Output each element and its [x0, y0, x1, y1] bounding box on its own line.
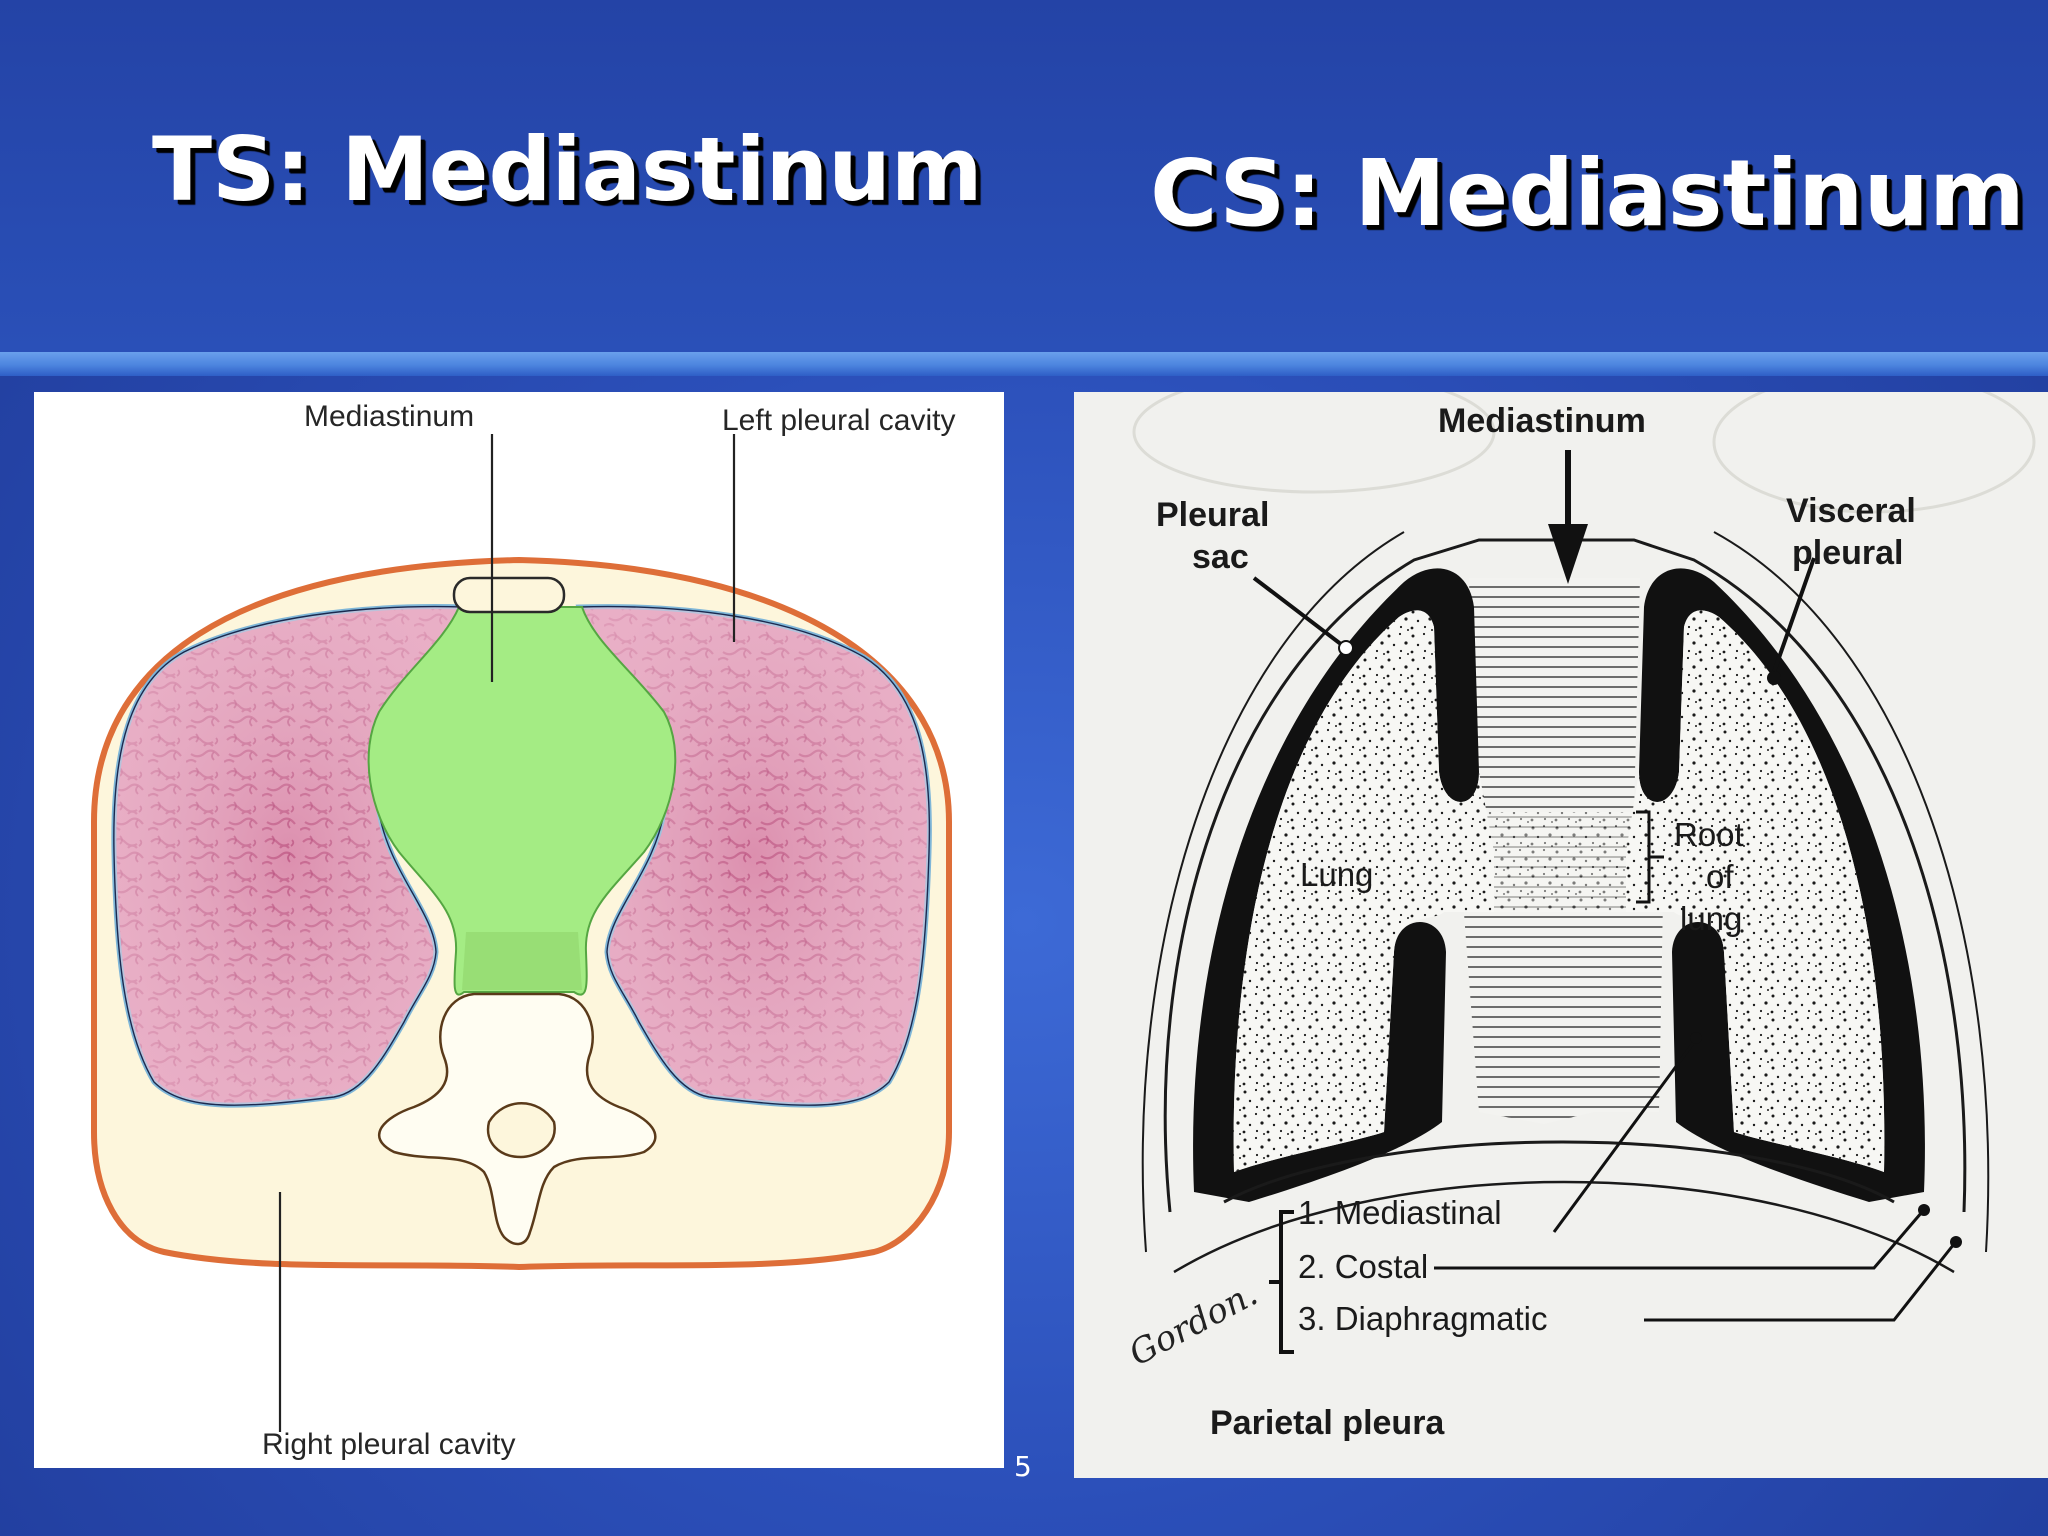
coronal-section-drawing: [1132, 392, 2036, 1354]
label-sac: sac: [1192, 538, 1249, 576]
label-left-pleural-cavity: Left pleural cavity: [722, 404, 956, 437]
left-pleural-sac: [1639, 568, 1925, 1202]
label-mediastinal: 1. Mediastinal: [1298, 1194, 1502, 1231]
label-root: Root: [1674, 816, 1744, 853]
label-pleural-visceral: pleural: [1792, 534, 1904, 572]
mediastinum-region: [367, 606, 677, 996]
label-costal: 2. Costal: [1298, 1248, 1429, 1285]
label-pleural: Pleural: [1156, 496, 1270, 534]
title-bar: [0, 0, 2048, 352]
slide-page-number: 5: [1014, 1450, 1032, 1483]
left-lung-stipple: [1626, 610, 1885, 1172]
title-divider: [0, 352, 2048, 376]
label-lung-root: lung: [1680, 900, 1743, 937]
sternum: [452, 576, 566, 614]
label-visceral: Visceral: [1786, 492, 1916, 530]
title-cs-mediastinum: CS: Mediastinum: [1150, 140, 2025, 247]
right-pleural-sac: [1193, 568, 1479, 1202]
label-right-pleural-cavity: Right pleural cavity: [262, 1428, 516, 1461]
title-ts-mediastinum: TS: Mediastinum: [152, 118, 983, 221]
label-mediastinum-ts: Mediastinum: [304, 400, 475, 433]
coronal-section-figure: Mediastinum Pleural sac Visceral pleural…: [1074, 392, 2048, 1478]
label-mediastinum-cs: Mediastinum: [1438, 402, 1646, 440]
label-diaphragmatic: 3. Diaphragmatic: [1298, 1300, 1548, 1337]
diaphragm: [1223, 1140, 1895, 1204]
transverse-section-figure: Mediastinum Left pleural cavity Right pl…: [34, 392, 1004, 1468]
transverse-section-drawing: [91, 434, 952, 1432]
label-of: of: [1706, 858, 1734, 895]
label-parietal-pleura: Parietal pleura: [1210, 1404, 1445, 1442]
label-lung: Lung: [1300, 856, 1374, 893]
right-lung-stipple: [1233, 610, 1494, 1172]
